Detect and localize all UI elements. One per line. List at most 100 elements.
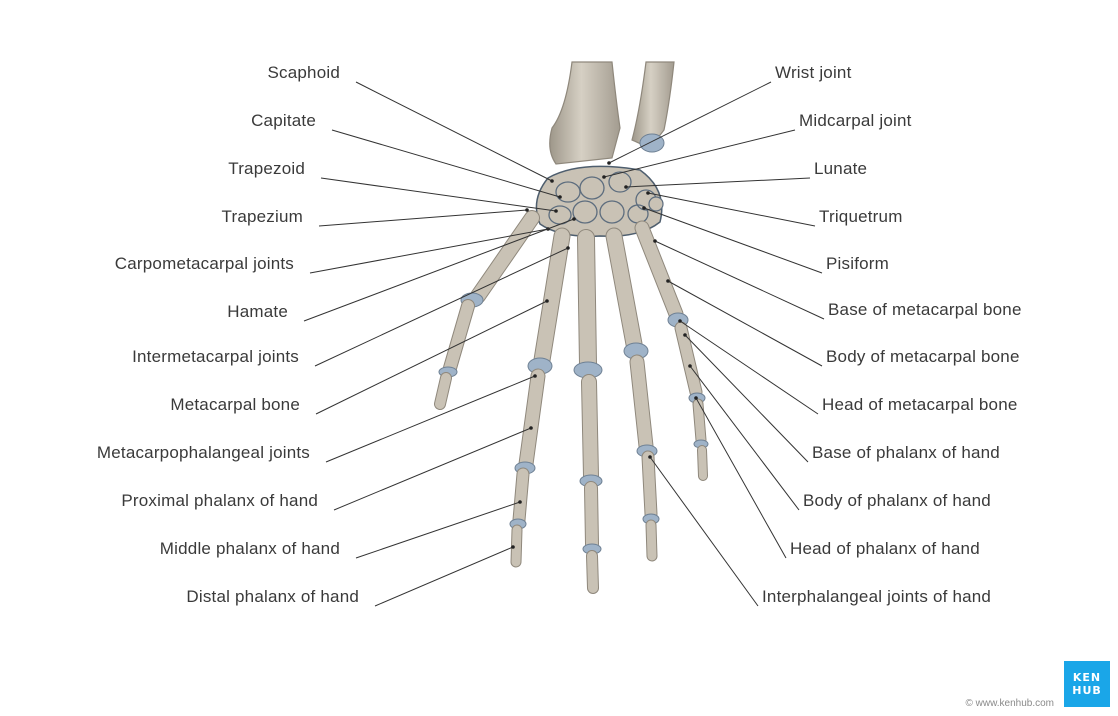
leader-scaphoid [355, 81, 553, 182]
label-body-phalanx: Body of phalanx of hand [803, 491, 991, 510]
label-intermetacarpal-joints: Intermetacarpal joints [132, 347, 299, 366]
thumb-distal-phalanx [435, 373, 451, 409]
label-hamate: Hamate [227, 302, 288, 321]
label-wrist-joint: Wrist joint [775, 63, 852, 82]
little-distal-phalanx [698, 446, 707, 480]
label-lunate: Lunate [814, 159, 868, 178]
pointer-hamate [572, 217, 576, 221]
thumb-metacarpal [471, 211, 539, 303]
label-midcarpal-joint: Midcarpal joint [799, 111, 912, 130]
label-capitate: Capitate [251, 111, 316, 130]
label-middle-phalanx: Middle phalanx of hand [159, 539, 340, 558]
pointer-base-metacarpal [653, 239, 657, 243]
label-distal-phalanx: Distal phalanx of hand [186, 587, 359, 606]
leader-triquetrum [647, 192, 816, 227]
pointer-head-phalanx [694, 396, 698, 400]
leader-midcarpal-joint [603, 129, 796, 178]
index-middle-phalanx [513, 468, 529, 526]
ring-metacarpal [606, 228, 642, 352]
label-proximal-phalanx: Proximal phalanx of hand [121, 491, 318, 510]
label-trapezoid: Trapezoid [228, 159, 305, 178]
leader-carpometacarpal-joints [309, 228, 549, 274]
leader-proximal-phalanx [333, 427, 532, 511]
leader-distal-phalanx [374, 546, 514, 607]
carpal-outline-7 [599, 200, 625, 224]
leader-pisiform [643, 207, 823, 274]
pointer-body-metacarpal [666, 279, 670, 283]
leader-trapezium [318, 209, 528, 227]
leader-trapezoid [320, 177, 557, 212]
pointer-capitate [558, 195, 562, 199]
pisiform-bone [648, 196, 664, 212]
leader-lines [303, 81, 825, 607]
label-metacarpal-bone: Metacarpal bone [170, 395, 300, 414]
middle-metacarpal [578, 230, 596, 372]
label-base-phalanx: Base of phalanx of hand [812, 443, 1000, 462]
label-base-metacarpal: Base of metacarpal bone [828, 300, 1022, 319]
leader-middle-phalanx [355, 501, 521, 559]
carpal-outline-6 [572, 200, 598, 224]
radius-bone [549, 61, 621, 165]
pointer-metacarpophalangeal-joints [533, 374, 537, 378]
pointer-pisiform [642, 206, 646, 210]
label-head-metacarpal: Head of metacarpal bone [822, 395, 1018, 414]
thumb-proximal-phalanx [444, 300, 474, 374]
leader-capitate [331, 129, 561, 198]
pointer-lunate [624, 185, 628, 189]
bones-group [434, 61, 709, 594]
ring-proximal-phalanx [630, 355, 653, 453]
leader-metacarpophalangeal-joints [325, 375, 536, 463]
pointer-metacarpal-bone [545, 299, 549, 303]
carpal-outline-1 [555, 181, 581, 203]
kenhub-logo: KEN HUB [1064, 661, 1110, 707]
middle-middle-phalanx [585, 482, 598, 550]
label-interphalangeal-joints: Interphalangeal joints of hand [762, 587, 992, 606]
leader-intermetacarpal-joints [314, 247, 569, 367]
index-metacarpal [534, 228, 570, 368]
logo-line-2: HUB [1072, 684, 1102, 697]
pointer-trapezoid [554, 209, 558, 213]
middle-distal-phalanx [587, 551, 598, 593]
pointer-distal-phalanx [511, 545, 515, 549]
leader-wrist-joint [608, 81, 772, 164]
label-body-metacarpal: Body of metacarpal bone [826, 347, 1020, 366]
label-metacarpophalangeal-joints: Metacarpophalangeal joints [96, 443, 310, 462]
little-middle-phalanx [693, 399, 706, 445]
pointer-triquetrum [646, 191, 650, 195]
pointer-trapezium [525, 208, 529, 212]
leader-interphalangeal-joints [649, 456, 759, 607]
label-head-phalanx: Head of phalanx of hand [790, 539, 980, 558]
copyright-notice: © www.kenhub.com [965, 698, 1054, 709]
leader-body-metacarpal [667, 280, 823, 367]
leader-metacarpal-bone [315, 300, 548, 415]
label-scaphoid: Scaphoid [267, 63, 340, 82]
little-metacarpal [635, 221, 683, 321]
leader-lunate [625, 177, 811, 188]
label-trapezium: Trapezium [221, 207, 303, 226]
pointer-body-phalanx [688, 364, 692, 368]
leader-head-phalanx [695, 397, 787, 559]
pointer-interphalangeal-joints [648, 455, 652, 459]
pointer-base-phalanx [683, 333, 687, 337]
index-proximal-phalanx [519, 369, 545, 471]
ring-distal-phalanx [646, 520, 657, 561]
pointer-middle-phalanx [518, 500, 522, 504]
logo-line-1: KEN [1072, 671, 1102, 684]
carpal-outline-2 [579, 176, 605, 200]
pointer-proximal-phalanx [529, 426, 533, 430]
pointer-scaphoid [550, 179, 554, 183]
middle-proximal-phalanx [582, 375, 598, 483]
leader-head-metacarpal [679, 320, 819, 415]
label-pisiform: Pisiform [826, 254, 889, 273]
label-carpometacarpal-joints: Carpometacarpal joints [114, 254, 294, 273]
pointer-wrist-joint [607, 161, 611, 165]
leader-body-phalanx [689, 365, 800, 511]
ulna-head-cartilage [639, 133, 665, 153]
leader-base-metacarpal [654, 240, 825, 320]
label-triquetrum: Triquetrum [819, 207, 903, 226]
carpal-outline-3 [608, 171, 632, 193]
little-proximal-phalanx [675, 322, 702, 398]
index-distal-phalanx [511, 525, 522, 567]
